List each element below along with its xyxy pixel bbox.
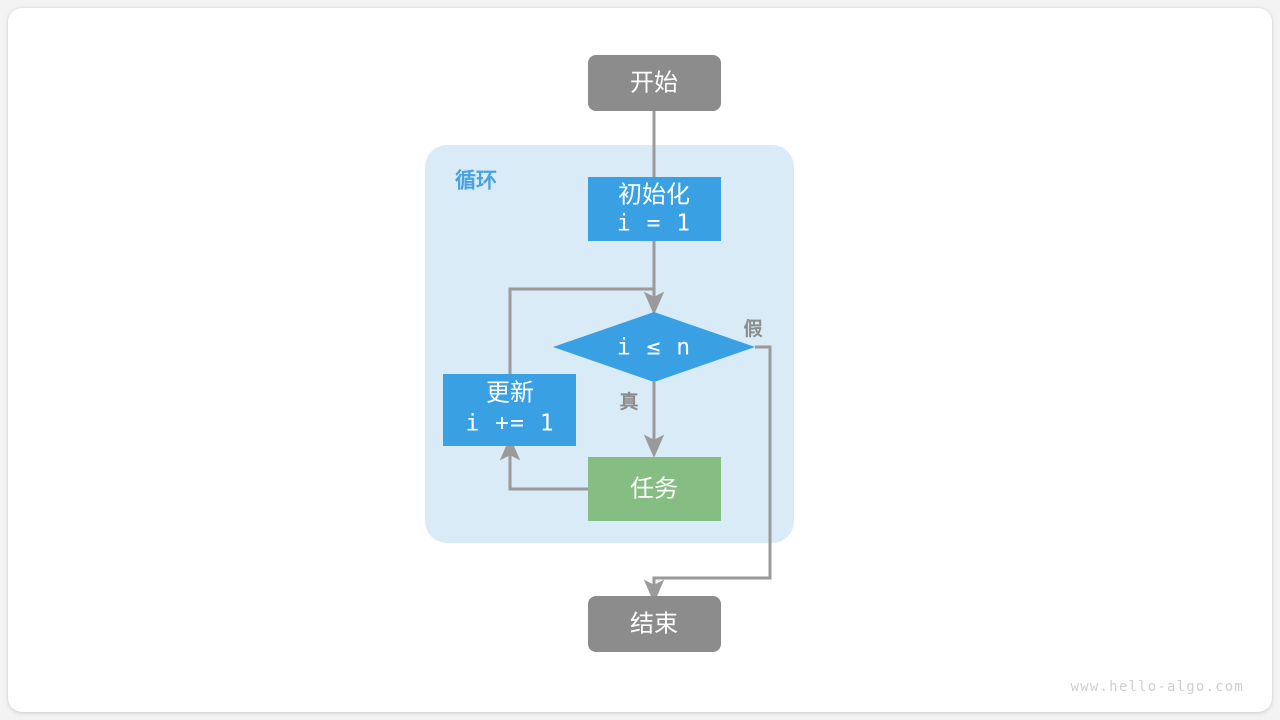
node-end[interactable]: 结束 — [588, 596, 721, 652]
node-update-label: 更新 — [486, 379, 534, 406]
node-update[interactable]: 更新 i += 1 — [443, 374, 576, 446]
node-init-value: i = 1 — [617, 211, 691, 237]
node-end-label: 结束 — [630, 610, 678, 637]
node-condition-label: i ≤ n — [617, 335, 691, 361]
loop-group-label: 循环 — [455, 169, 497, 193]
edge-cond-to-end — [643, 345, 772, 604]
edge-label-true: 真 — [619, 390, 638, 413]
node-start[interactable]: 开始 — [588, 55, 721, 111]
diagram-card: 循环 真 假 开始 — [8, 8, 1272, 712]
edge-task-to-update — [499, 436, 589, 491]
edge-label-false: 假 — [743, 317, 762, 340]
node-task-label: 任务 — [630, 475, 678, 502]
edge-update-to-cond — [508, 287, 654, 374]
node-condition[interactable]: i ≤ n — [553, 312, 755, 382]
node-init-label: 初始化 — [618, 181, 690, 208]
node-start-label: 开始 — [630, 69, 678, 96]
watermark-text: www.hello-algo.com — [1071, 679, 1244, 695]
node-init[interactable]: 初始化 i = 1 — [588, 177, 721, 241]
flowchart-stage: 循环 真 假 开始 — [8, 8, 1272, 712]
node-task[interactable]: 任务 — [588, 457, 721, 521]
node-update-value: i += 1 — [465, 411, 554, 437]
